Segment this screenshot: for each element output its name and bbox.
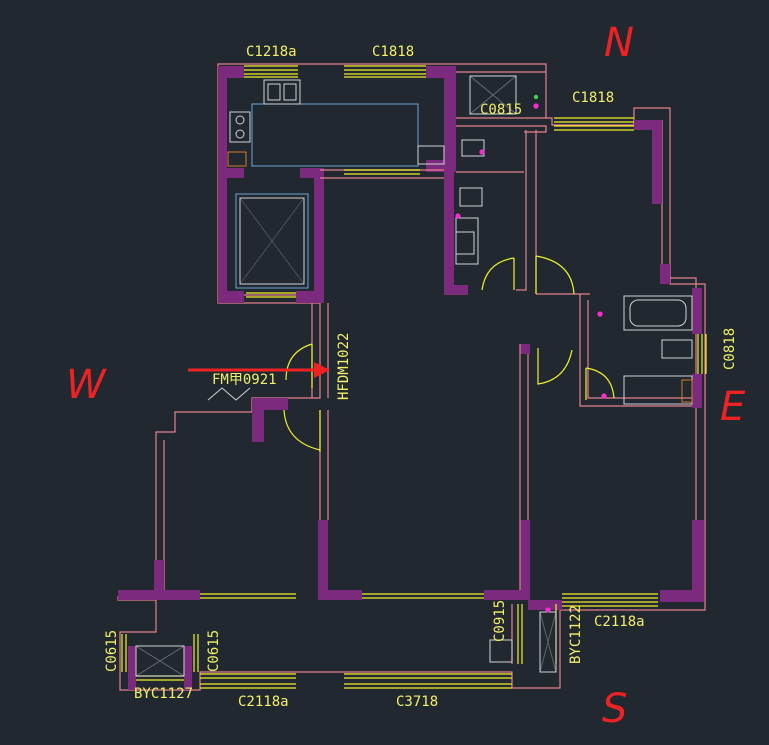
interior-walls xyxy=(311,71,692,590)
compass-south: S xyxy=(602,686,627,732)
windows xyxy=(121,65,707,689)
label-c0915: C0915 xyxy=(492,600,508,642)
label-c0615-left: C0615 xyxy=(104,630,120,672)
label-c0615-right: C0615 xyxy=(206,630,222,672)
window-door-labels: C1218a C1818 C1818 C0815 C0818 HFDM1022 … xyxy=(104,44,738,710)
label-fm0921: FM甲0921 xyxy=(212,372,277,388)
label-c2118a-bottom: C2118a xyxy=(238,694,289,710)
fixtures xyxy=(135,75,693,677)
label-c0815: C0815 xyxy=(480,102,522,118)
compass-north: N xyxy=(604,20,634,66)
label-c0818: C0818 xyxy=(722,328,738,370)
label-c2118a-right: C2118a xyxy=(594,614,645,630)
label-hfdm1022: HFDM1022 xyxy=(336,333,352,400)
compass-east: E xyxy=(720,384,746,430)
outer-wall-outline xyxy=(117,63,706,691)
label-byc1127: BYC1127 xyxy=(134,686,193,702)
compass-west: W xyxy=(66,362,107,408)
doors xyxy=(283,255,615,452)
label-c1218a: C1218a xyxy=(246,44,297,60)
label-c1818-right: C1818 xyxy=(572,90,614,106)
label-byc1122: BYC1122 xyxy=(568,605,584,664)
label-c1818-top: C1818 xyxy=(372,44,414,60)
wall-blocks xyxy=(118,66,704,690)
arrow-annotation xyxy=(188,362,330,378)
compass-annotations: N S E W xyxy=(66,20,746,732)
label-c3718: C3718 xyxy=(396,694,438,710)
